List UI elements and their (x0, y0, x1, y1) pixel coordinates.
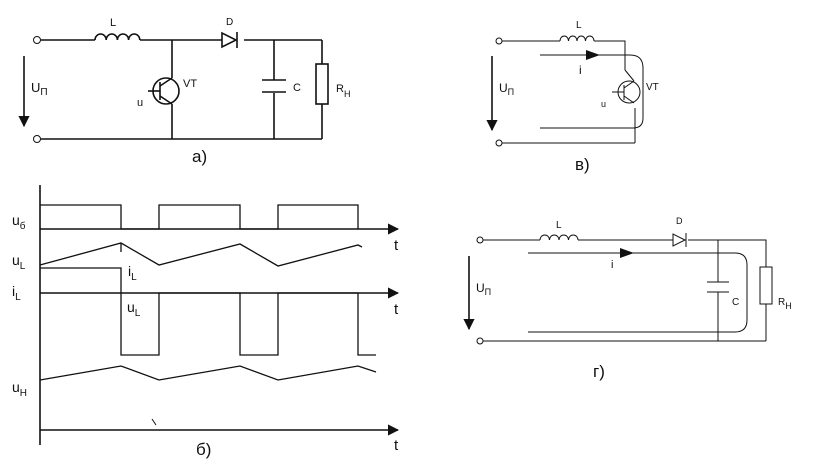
input-terminal-top (33, 36, 41, 44)
voltage-label-g: UП (476, 281, 491, 297)
current-arrow-b (586, 50, 600, 60)
control-label: u (137, 97, 143, 109)
voltage-label: UП (31, 80, 48, 98)
diode-g (672, 233, 687, 247)
current-label-b: i (579, 63, 582, 77)
voltage-label-b: UП (499, 81, 514, 97)
transistor (148, 77, 180, 105)
time-label-3: t (394, 437, 399, 454)
control-label-b: u (601, 99, 606, 109)
inductor-label-b: L (576, 20, 582, 31)
load-resistor (315, 63, 329, 105)
ul-annotation: uL (127, 299, 141, 319)
current-path-b (540, 54, 644, 129)
ub-label: uб (12, 212, 26, 232)
uh-waveform (39, 365, 377, 381)
ul-label: uL (12, 252, 26, 272)
diode-label: D (226, 17, 233, 28)
current-label-g: i (611, 259, 613, 271)
transistor-label: VT (183, 78, 197, 90)
circuit-a: L D VT u C RH UП а) (18, 17, 350, 166)
capacitor-label: C (293, 82, 301, 94)
circuit-b: L VT u i UП в) (486, 20, 659, 174)
inductor-coil (94, 33, 141, 41)
il-label: iL (12, 283, 21, 303)
time-label-2: t (394, 301, 399, 318)
input-terminal-bottom (33, 135, 41, 143)
inductor-label: L (110, 17, 116, 29)
load-label-g: RH (778, 297, 792, 311)
current-arrow-g (620, 248, 634, 258)
il-waveform (39, 242, 363, 267)
load-label: RH (336, 83, 350, 99)
diode (221, 31, 238, 49)
current-path-g (528, 252, 748, 333)
ul-waveform (40, 267, 376, 356)
il-annotation: iL (128, 263, 137, 283)
uh-label: uH (12, 379, 27, 399)
capacitor-label-g: C (732, 297, 739, 308)
caption-waveforms: б) (196, 440, 211, 459)
diode-label-g: D (676, 216, 683, 226)
transistor-label-b: VT (646, 82, 659, 93)
caption-g: г) (593, 362, 605, 381)
transistor-b (612, 69, 641, 104)
time-label-1: t (394, 237, 399, 254)
caption-b: в) (575, 155, 590, 174)
circuit-g: L D C RH i UП г) (463, 216, 792, 381)
inductor-label-g: L (556, 220, 562, 231)
waveforms: t t t uб uL iL iL uL uH б) (12, 185, 400, 459)
load-resistor-g (759, 266, 773, 305)
ub-waveform (40, 204, 359, 230)
caption-a: а) (192, 147, 207, 166)
